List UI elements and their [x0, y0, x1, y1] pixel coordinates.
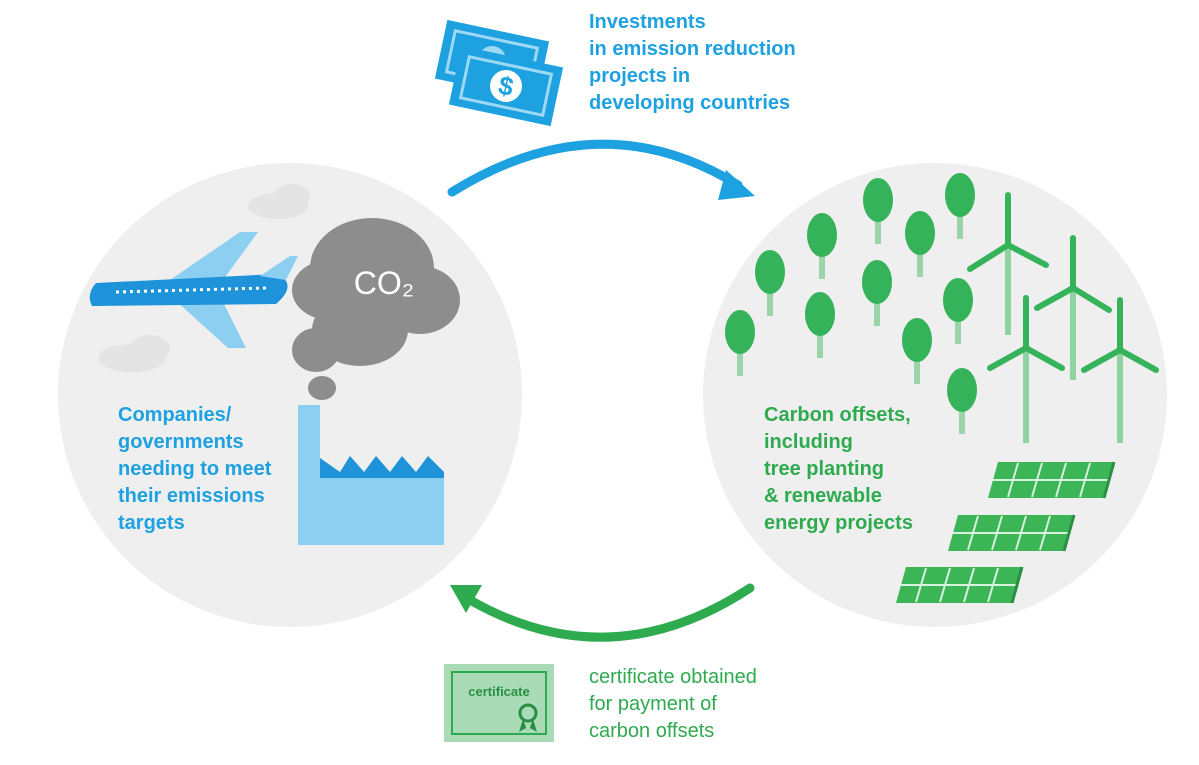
buyer-text: Companies/ governments needing to meet t… [118, 402, 271, 537]
investment-line-2: in emission reduction [589, 38, 796, 60]
cloud-icon [98, 184, 310, 372]
certificate-label: certificate [468, 684, 529, 699]
wind-turbine-icon [967, 192, 1159, 443]
offset-line-2: including [764, 431, 853, 453]
buyer-line-4: their emissions [118, 485, 265, 507]
investment-arrow [447, 139, 755, 200]
certificate-line-1: certificate obtained [589, 666, 757, 688]
certificate-text: certificate obtained for payment of carb… [589, 664, 757, 745]
investment-line-4: developing countries [589, 92, 791, 114]
buyer-line-5: targets [118, 512, 185, 534]
tree-icon [725, 173, 977, 434]
dollar-symbol: $ [496, 70, 517, 102]
offset-line-1: Carbon offsets, [764, 404, 911, 426]
offsets-circle [703, 163, 1167, 627]
buyer-line-2: governments [118, 431, 244, 453]
certificate-line-3: carbon offsets [589, 720, 715, 742]
buyers-circle [58, 163, 522, 627]
factory-icon [298, 405, 444, 545]
solar-panel-icon [896, 461, 1116, 604]
co2-label: CO₂ [354, 265, 414, 301]
offset-line-5: energy projects [764, 512, 913, 534]
certificate-icon: certificate [444, 664, 554, 742]
airplane-icon [89, 232, 298, 348]
offset-text: Carbon offsets, including tree planting … [764, 402, 913, 537]
money-icon: $ [434, 19, 564, 127]
buyer-line-1: Companies/ [118, 404, 232, 426]
investment-text: Investments in emission reduction projec… [589, 9, 796, 117]
buyer-line-3: needing to meet [118, 458, 272, 480]
investment-line-1: Investments [589, 11, 706, 33]
smoke-cloud-icon [292, 218, 460, 400]
offset-line-3: tree planting [764, 458, 885, 480]
certificate-line-2: for payment of [589, 693, 717, 715]
investment-line-3: projects in [589, 65, 691, 87]
certificate-arrow [450, 583, 755, 642]
offset-line-4: & renewable [764, 485, 882, 507]
